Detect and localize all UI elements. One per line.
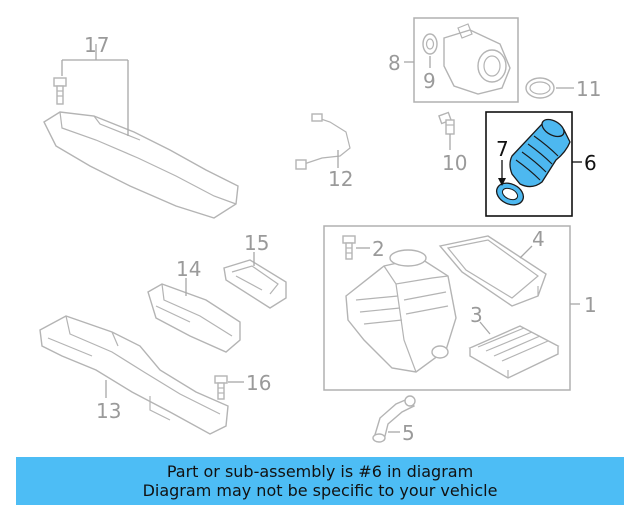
part-5-hose [372, 395, 416, 443]
part-2-bolt [342, 235, 356, 260]
part-9-gasket [422, 33, 438, 55]
callout-13: 13 [96, 399, 121, 423]
callout-11: 11 [576, 77, 601, 101]
part-6-group-box [485, 111, 573, 217]
part-16-bolt [214, 375, 228, 400]
part-3-air-filter-element [468, 325, 560, 379]
part-4-housing-cover [438, 235, 547, 307]
parts-diagram: 17 8 9 11 10 12 [39, 17, 601, 445]
part-10-bolt [438, 111, 455, 135]
part-14-duct [147, 283, 241, 353]
callout-1: 1 [584, 293, 597, 317]
part-11-clamp [525, 77, 555, 99]
part-8-throttle-body [443, 23, 511, 95]
banner-line-2: Diagram may not be specific to your vehi… [142, 481, 498, 500]
callout-6: 6 [584, 151, 597, 175]
callout-12: 12 [328, 167, 353, 191]
part-1-group-box [323, 225, 571, 391]
callout-16: 16 [246, 371, 271, 395]
part-1-air-filter-housing [345, 249, 457, 373]
callout-7: 7 [496, 137, 509, 161]
leader-4 [519, 245, 533, 259]
leader-7-arrow [498, 178, 506, 186]
banner-line-1: Part or sub-assembly is #6 in diagram [166, 462, 474, 481]
callout-3: 3 [470, 303, 483, 327]
callout-15: 15 [244, 231, 269, 255]
leader-17 [61, 44, 129, 136]
callout-2: 2 [372, 237, 385, 261]
leader-3 [479, 321, 491, 335]
callout-17: 17 [84, 33, 109, 57]
callout-4: 4 [532, 227, 545, 251]
info-banner: Part or sub-assembly is #6 in diagram Di… [16, 457, 624, 505]
callout-9: 9 [423, 69, 436, 93]
part-17-bolt [53, 77, 67, 105]
callout-8: 8 [388, 51, 401, 75]
callout-14: 14 [176, 257, 201, 281]
part-15-bracket [223, 259, 287, 309]
callout-10: 10 [442, 151, 467, 175]
part-13-lower-duct [39, 315, 229, 435]
part-12-sensor [295, 113, 351, 170]
part-6-air-intake-hose[interactable] [509, 116, 571, 188]
part-7-clamp[interactable] [493, 179, 527, 209]
part-17-cover-panel [43, 111, 239, 219]
callout-5: 5 [402, 421, 415, 445]
part-8-group-box [413, 17, 519, 103]
